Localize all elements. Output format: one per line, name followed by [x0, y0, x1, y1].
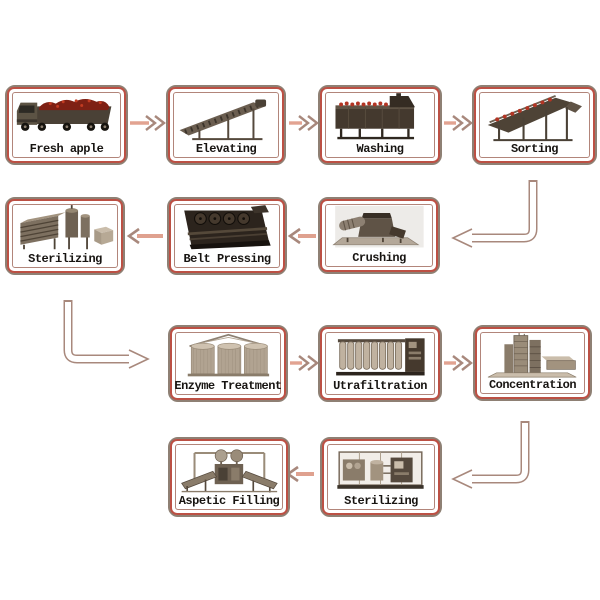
box-red-frame: Concentration	[475, 327, 590, 399]
process-box-washing: Washing	[318, 85, 442, 165]
box-red-frame: Aspetic Filling	[170, 439, 288, 515]
silo-tanks-icon	[187, 333, 269, 377]
aspetic-filling-machine-illustration	[178, 445, 281, 494]
process-label: Sterilizing	[28, 252, 102, 266]
box-red-frame: Utrafiltration	[320, 327, 440, 400]
box-red-frame: Sterilizing	[7, 199, 123, 273]
crusher-icon	[331, 205, 424, 248]
filter-columns-icon	[335, 338, 425, 376]
sorting-machine-illustration	[482, 93, 588, 142]
arrow-crushing-to-belt-pressing	[287, 227, 316, 245]
process-label: Utrafiltration	[333, 379, 427, 393]
process-box-belt-pressing: Belt Pressing	[167, 197, 287, 275]
process-box-sterilizing-1: Sterilizing	[5, 197, 125, 275]
process-label: Elevating	[195, 142, 257, 156]
belt-press-icon	[183, 205, 271, 250]
arrow-belt-pressing-to-sterilizing	[126, 227, 163, 245]
washing-machine-illustration	[328, 93, 433, 142]
arrow-concentration-to-sterilizing-2	[451, 421, 530, 489]
sterilizer-rack-icon	[19, 205, 113, 250]
filling-machine-icon	[180, 449, 278, 493]
box-red-frame: Washing	[320, 87, 440, 163]
sterilizing-2-machine-illustration	[330, 445, 433, 494]
elevating-machine-illustration	[176, 93, 277, 142]
process-box-elevating: Elevating	[166, 85, 286, 165]
process-label: Concentration	[488, 378, 577, 392]
process-label: Enzyme Treatment	[174, 379, 282, 393]
arrow-sterilizing-2-to-aspetic-filling	[285, 465, 314, 483]
box-red-frame: Belt Pressing	[169, 199, 285, 273]
apple-truck-icon	[16, 98, 111, 131]
sterilizer-skid-icon	[336, 451, 424, 489]
process-label: Sterilizing	[344, 494, 418, 508]
process-label: Crushing	[352, 251, 406, 265]
arrow-fresh-apple-to-elevating	[130, 115, 166, 131]
process-label: Belt Pressing	[183, 252, 271, 266]
sorter-icon	[487, 94, 582, 142]
box-red-frame: Crushing	[320, 199, 438, 272]
sterilizing-1-machine-illustration	[15, 205, 116, 252]
box-red-frame: Sorting	[474, 87, 595, 163]
washer-icon	[335, 93, 415, 140]
process-box-sorting: Sorting	[472, 85, 597, 165]
process-box-concentration: Concentration	[473, 325, 592, 401]
belt-pressing-machine-illustration	[177, 205, 278, 252]
process-label: Fresh apple	[29, 142, 104, 156]
box-red-frame: Enzyme Treatment	[170, 327, 286, 400]
process-box-aspetic-filling: Aspetic Filling	[168, 437, 290, 517]
crushing-machine-illustration	[328, 205, 431, 251]
box-red-frame: Elevating	[168, 87, 284, 163]
arrow-utrafiltration-to-concentration	[444, 355, 473, 371]
process-box-enzyme-treatment: Enzyme Treatment	[168, 325, 288, 402]
process-box-fresh-apple: Fresh apple	[5, 85, 128, 165]
enzyme-treatment-machine-illustration	[178, 333, 279, 379]
process-label: Aspetic Filling	[178, 494, 280, 508]
arrow-sterilizing-to-enzyme-treatment	[63, 300, 150, 369]
evaporator-tower-icon	[487, 333, 576, 378]
fresh-apple-machine-illustration	[15, 93, 119, 142]
arrow-washing-to-sorting	[444, 115, 473, 131]
process-box-sterilizing-2: Sterilizing	[320, 437, 442, 517]
conveyor-icon	[179, 99, 266, 141]
process-label: Sorting	[511, 142, 558, 156]
process-label: Washing	[356, 142, 404, 156]
box-red-frame: Sterilizing	[322, 439, 440, 515]
utrafiltration-machine-illustration	[328, 333, 433, 379]
box-red-frame: Fresh apple	[7, 87, 126, 163]
arrow-sorting-to-crushing	[451, 180, 538, 248]
arrow-enzyme-treatment-to-utrafiltration	[290, 355, 319, 371]
arrow-elevating-to-washing	[289, 115, 319, 131]
process-box-utrafiltration: Utrafiltration	[318, 325, 442, 402]
concentration-machine-illustration	[483, 333, 583, 378]
process-box-crushing: Crushing	[318, 197, 440, 274]
